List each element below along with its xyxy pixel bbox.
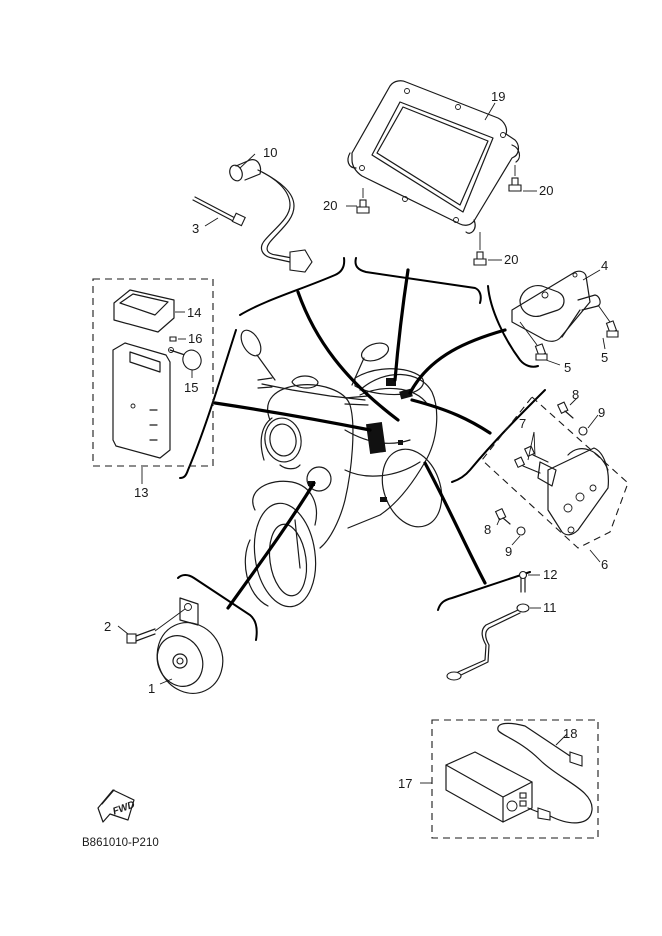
part-20-screws	[356, 165, 522, 266]
callout-14: 14	[187, 305, 201, 320]
fwd-direction-badge: FWD	[97, 789, 137, 823]
part-7-bolts	[513, 445, 549, 474]
callout-11: 11	[543, 600, 557, 615]
callout-15: 15	[184, 380, 198, 395]
part-3-cable-tie	[192, 196, 246, 227]
part-17-charger-group	[431, 719, 599, 839]
callout-9b: 9	[505, 544, 512, 559]
label-leaders	[117, 102, 606, 784]
callout-2: 2	[104, 619, 111, 634]
callout-6: 6	[601, 557, 608, 572]
callout-19: 19	[491, 89, 505, 104]
callout-17: 17	[398, 776, 412, 791]
callout-10: 10	[263, 145, 277, 160]
callout-20b: 20	[539, 183, 553, 198]
part-10-connector	[229, 159, 313, 273]
callout-20a: 20	[323, 198, 337, 213]
callout-4: 4	[601, 258, 608, 273]
callout-13: 13	[134, 485, 148, 500]
part-2-horn-bolt	[126, 608, 186, 644]
fwd-label: FWD	[111, 799, 136, 817]
harness-leader-lines	[213, 268, 507, 610]
group-brackets	[177, 257, 546, 641]
part-8-9-bolts-washers	[494, 401, 588, 536]
part-19-meter-frame	[347, 80, 521, 234]
part-12-screw	[518, 570, 528, 593]
callout-20c: 20	[504, 252, 518, 267]
callout-8a: 8	[572, 387, 579, 402]
part-5-bolts	[519, 304, 619, 361]
callout-16: 16	[188, 331, 202, 346]
part-11-ground-lead	[446, 603, 530, 681]
part-1-horn	[156, 597, 224, 694]
part-4-sensor-bracket	[511, 270, 601, 342]
callout-5b: 5	[601, 350, 608, 365]
callout-3: 3	[192, 221, 199, 236]
part-13-control-unit-group	[92, 278, 214, 467]
callout-12: 12	[543, 567, 557, 582]
diagram-code: B861010-P210	[82, 837, 159, 849]
callout-9a: 9	[598, 405, 605, 420]
callout-1: 1	[148, 681, 155, 696]
part-6-controller-bracket	[481, 396, 629, 549]
callout-labels: 1 2 3 4 5 5 6 7 8 8 9 9 10 11 12 13 14 1…	[104, 89, 608, 791]
callout-8b: 8	[484, 522, 491, 537]
callout-18: 18	[563, 726, 577, 741]
callout-7: 7	[519, 416, 526, 431]
callout-5a: 5	[564, 360, 571, 375]
